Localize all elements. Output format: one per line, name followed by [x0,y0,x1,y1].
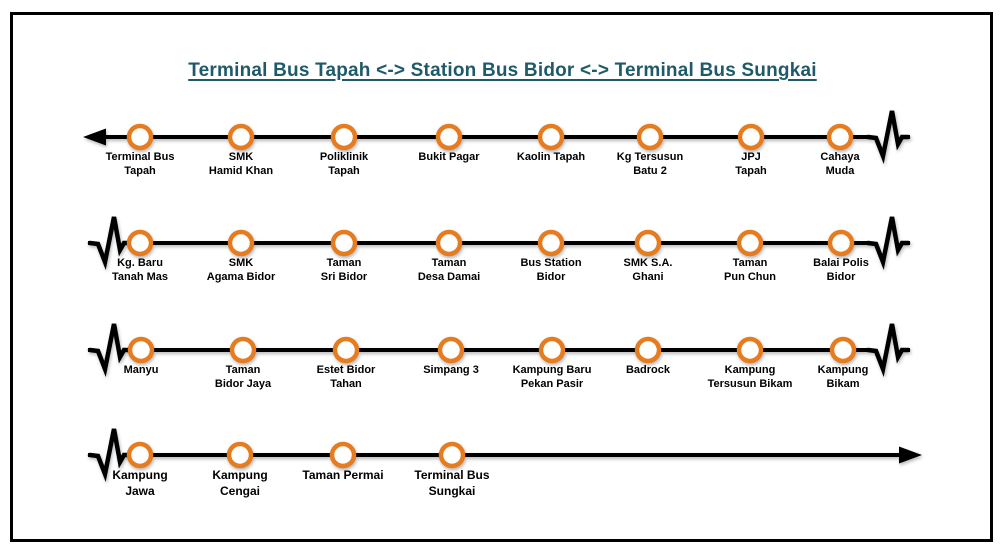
stop-marker [827,229,855,257]
stop-label: Kampung Bikam [817,364,869,391]
stop-label: Taman Permai [302,468,384,482]
line-break-icon [87,216,133,270]
stop-marker [736,229,764,257]
stop-marker [636,123,664,151]
stop-marker [435,123,463,151]
route-row-4 [87,428,922,482]
line-break-icon [865,323,911,377]
stop-marker [227,229,255,257]
line-break-icon [865,110,911,164]
stop-marker [634,229,662,257]
stop-marker [437,336,465,364]
stop-marker [537,123,565,151]
stop-label: Taman Desa Damai [417,257,481,284]
stop-label: Taman Pun Chun [724,257,776,284]
stop-label: Kg. Baru Tanah Mas [111,257,169,284]
stop-marker [538,336,566,364]
stop-label: Bus Station Bidor [520,257,582,284]
stop-label: Terminal Bus Sungkai [414,468,490,498]
stop-label: Manyu [123,364,159,376]
stop-label: SMK Hamid Khan [208,151,274,178]
arrow-right-icon [899,446,922,464]
stop-label: Terminal Bus Tapah [105,151,175,178]
stop-label: Taman Sri Bidor [320,257,368,284]
arrow-left-icon [83,128,106,146]
stop-marker [126,441,154,469]
stop-marker [127,336,155,364]
stop-marker [330,123,358,151]
route-row-1 [83,110,911,164]
route-row-3 [87,323,911,377]
stop-label: Kampung Tersusun Bikam [707,364,793,391]
stop-marker [537,229,565,257]
stop-marker [126,229,154,257]
line-break-icon [87,323,133,377]
stop-label: Badrock [625,364,671,376]
stop-label: Kampung Baru Pekan Pasir [512,364,592,391]
stop-marker [126,123,154,151]
stop-label: Poliklinik Tapah [319,151,369,178]
stop-label: Taman Bidor Jaya [214,364,272,391]
stop-label: Cahaya Muda [820,151,860,178]
stop-marker [330,229,358,257]
stop-label: Kg Tersusun Batu 2 [616,151,684,178]
stop-label: Kaolin Tapah [516,151,586,163]
stop-label: Balai Polis Bidor [813,257,869,284]
stop-label: Bukit Pagar [418,151,480,163]
line-break-icon [87,428,133,482]
stop-marker [229,336,257,364]
stop-label: SMK Agama Bidor [206,257,276,284]
stop-marker [332,336,360,364]
stop-label: Simpang 3 [423,364,479,376]
stop-label: Kampung Cengai [212,468,268,498]
stop-marker [227,123,255,151]
stop-marker [438,441,466,469]
route-row-2 [87,216,911,270]
stop-label: SMK S.A. Ghani [623,257,673,284]
stop-marker [329,441,357,469]
stop-marker [435,229,463,257]
stop-label: Kampung Jawa [112,468,168,498]
page-title: Terminal Bus Tapah <-> Station Bus Bidor… [188,60,817,81]
stop-label: Estet Bidor Tahan [316,364,376,391]
stop-marker [737,123,765,151]
stop-marker [226,441,254,469]
stop-marker [829,336,857,364]
stop-label: JPJ Tapah [735,151,767,178]
stop-marker [634,336,662,364]
stop-marker [736,336,764,364]
stop-marker [826,123,854,151]
line-break-icon [865,216,911,270]
